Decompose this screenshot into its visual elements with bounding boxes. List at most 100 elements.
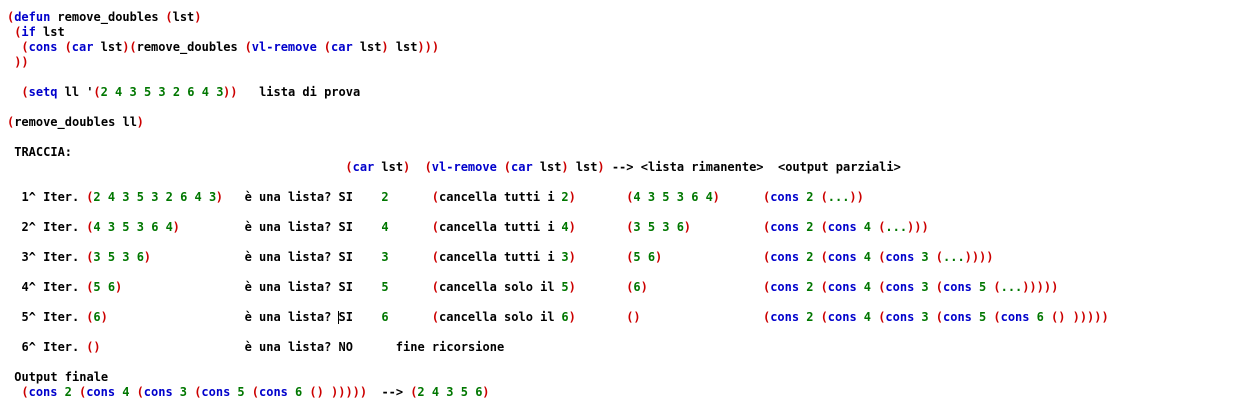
- code-token-red: (: [244, 40, 252, 54]
- code-token-red: (): [626, 310, 641, 324]
- code-token-green: 4 3 5 3 6 4: [93, 220, 173, 234]
- code-token-black: [929, 310, 936, 325]
- code-token-black: [857, 250, 864, 265]
- code-token-red: (: [410, 385, 418, 399]
- code-token-black: lst: [532, 160, 562, 174]
- code-token-black: cancella tutti i: [439, 220, 562, 234]
- code-token-green: ...: [1000, 280, 1023, 294]
- code-token-red: (: [820, 310, 828, 324]
- code-token-black: cancella tutti i: [439, 250, 562, 264]
- code-token-black: [497, 160, 504, 175]
- code-token-green: 4: [863, 280, 872, 294]
- code-token-black: ll ': [57, 85, 94, 99]
- code-token-red: (: [86, 310, 94, 324]
- code-token-black: [972, 310, 979, 325]
- code-token-green: 3: [561, 250, 569, 264]
- code-token-red: (: [878, 220, 886, 234]
- code-token-black: [929, 280, 936, 295]
- code-token-black: -->: [367, 385, 411, 399]
- code-token-black: [72, 385, 79, 400]
- code-token-blue: cons: [770, 190, 800, 204]
- code-token-red: (: [86, 220, 94, 234]
- code-token-green: 4: [122, 385, 130, 399]
- code-token-black: [57, 40, 64, 55]
- code-token-black: lst: [352, 40, 382, 54]
- code-token-red: (: [64, 40, 72, 54]
- code-token-blue: cons: [201, 385, 231, 399]
- code-token-red: ): [655, 250, 663, 264]
- code-token-red: (: [7, 115, 15, 129]
- code-token-black: lst: [374, 160, 404, 174]
- code-token-red: (: [86, 280, 94, 294]
- code-token-red: (: [763, 310, 771, 324]
- code-token-green: 4: [863, 250, 872, 264]
- code-token-red: (: [820, 250, 828, 264]
- code-token-red: (): [86, 340, 101, 354]
- code-token-black: [410, 160, 424, 175]
- code-token-black: [7, 55, 14, 70]
- code-token-blue: cons: [28, 385, 58, 399]
- code-token-red: (: [820, 220, 828, 234]
- code-token-red: ))))): [331, 385, 368, 399]
- code-token-red: (: [820, 280, 828, 294]
- code-token-black: [7, 385, 21, 400]
- code-token-green: ...: [827, 190, 850, 204]
- code-token-black: [813, 190, 820, 205]
- code-token-red: ))): [417, 40, 440, 54]
- code-token-red: ): [100, 310, 108, 324]
- code-token-black: 3^ Iter.: [7, 250, 87, 264]
- code-token-red: ): [194, 10, 202, 24]
- code-token-green: 3 5 3 6: [633, 220, 684, 234]
- code-token-black: è una lista? SI: [244, 220, 353, 234]
- code-token-blue: cons: [827, 310, 857, 324]
- code-token-red: (: [165, 10, 173, 24]
- code-token-blue: cons: [770, 280, 800, 294]
- code-token-black: [871, 250, 878, 265]
- code-token-red: ): [568, 280, 576, 294]
- code-token-black: [986, 280, 993, 295]
- code-token-red: (: [14, 25, 22, 39]
- code-token-green: 3: [179, 385, 188, 399]
- code-token-green: 2 4 3 5 3 2 6 4 3: [100, 85, 224, 99]
- code-token-black: [914, 280, 921, 295]
- code-token-red: (: [878, 280, 886, 294]
- code-token-blue: cons: [28, 40, 58, 54]
- code-token-green: 4: [863, 220, 872, 234]
- code-token-green: 3 5 3 6: [93, 250, 144, 264]
- code-token-black: lst: [35, 25, 65, 39]
- code-token-green: 5: [237, 385, 245, 399]
- code-token-black: [7, 40, 21, 55]
- code-token-blue: car: [511, 160, 533, 174]
- code-token-black: [857, 220, 864, 235]
- code-token-red: )): [223, 85, 238, 99]
- code-token-red: ): [115, 280, 123, 294]
- code-token-blue: cons: [770, 310, 800, 324]
- text-cursor-icon: [338, 311, 340, 324]
- code-token-black: [317, 40, 324, 55]
- code-token-black: [187, 385, 194, 400]
- code-token-green: 6: [381, 310, 389, 324]
- code-token-blue: if: [21, 25, 36, 39]
- code-token-red: (): [309, 385, 324, 399]
- code-token-red: (: [424, 160, 432, 174]
- code-token-black: cancella solo il: [439, 280, 562, 294]
- code-token-blue: vl-remove: [251, 40, 317, 54]
- code-token-black: [914, 250, 921, 265]
- code-token-black: [972, 280, 979, 295]
- code-token-red: (: [21, 40, 29, 54]
- code-token-red: (: [763, 190, 771, 204]
- code-token-black: cancella solo il: [439, 310, 562, 324]
- code-token-red: (: [86, 190, 94, 204]
- code-token-black: [799, 190, 806, 205]
- code-token-red: )))): [964, 250, 994, 264]
- code-token-red: (: [7, 10, 15, 24]
- code-token-red: (: [251, 385, 260, 399]
- code-token-green: 6: [561, 310, 569, 324]
- code-token-green: 5: [381, 280, 389, 294]
- code-token-black: fine ricorsione: [395, 340, 505, 354]
- code-token-red: (: [431, 190, 440, 204]
- code-token-red: ): [568, 310, 576, 324]
- code-token-black: [929, 250, 936, 265]
- code-token-black: --> <lista rimanente> <output parziali>: [604, 160, 901, 174]
